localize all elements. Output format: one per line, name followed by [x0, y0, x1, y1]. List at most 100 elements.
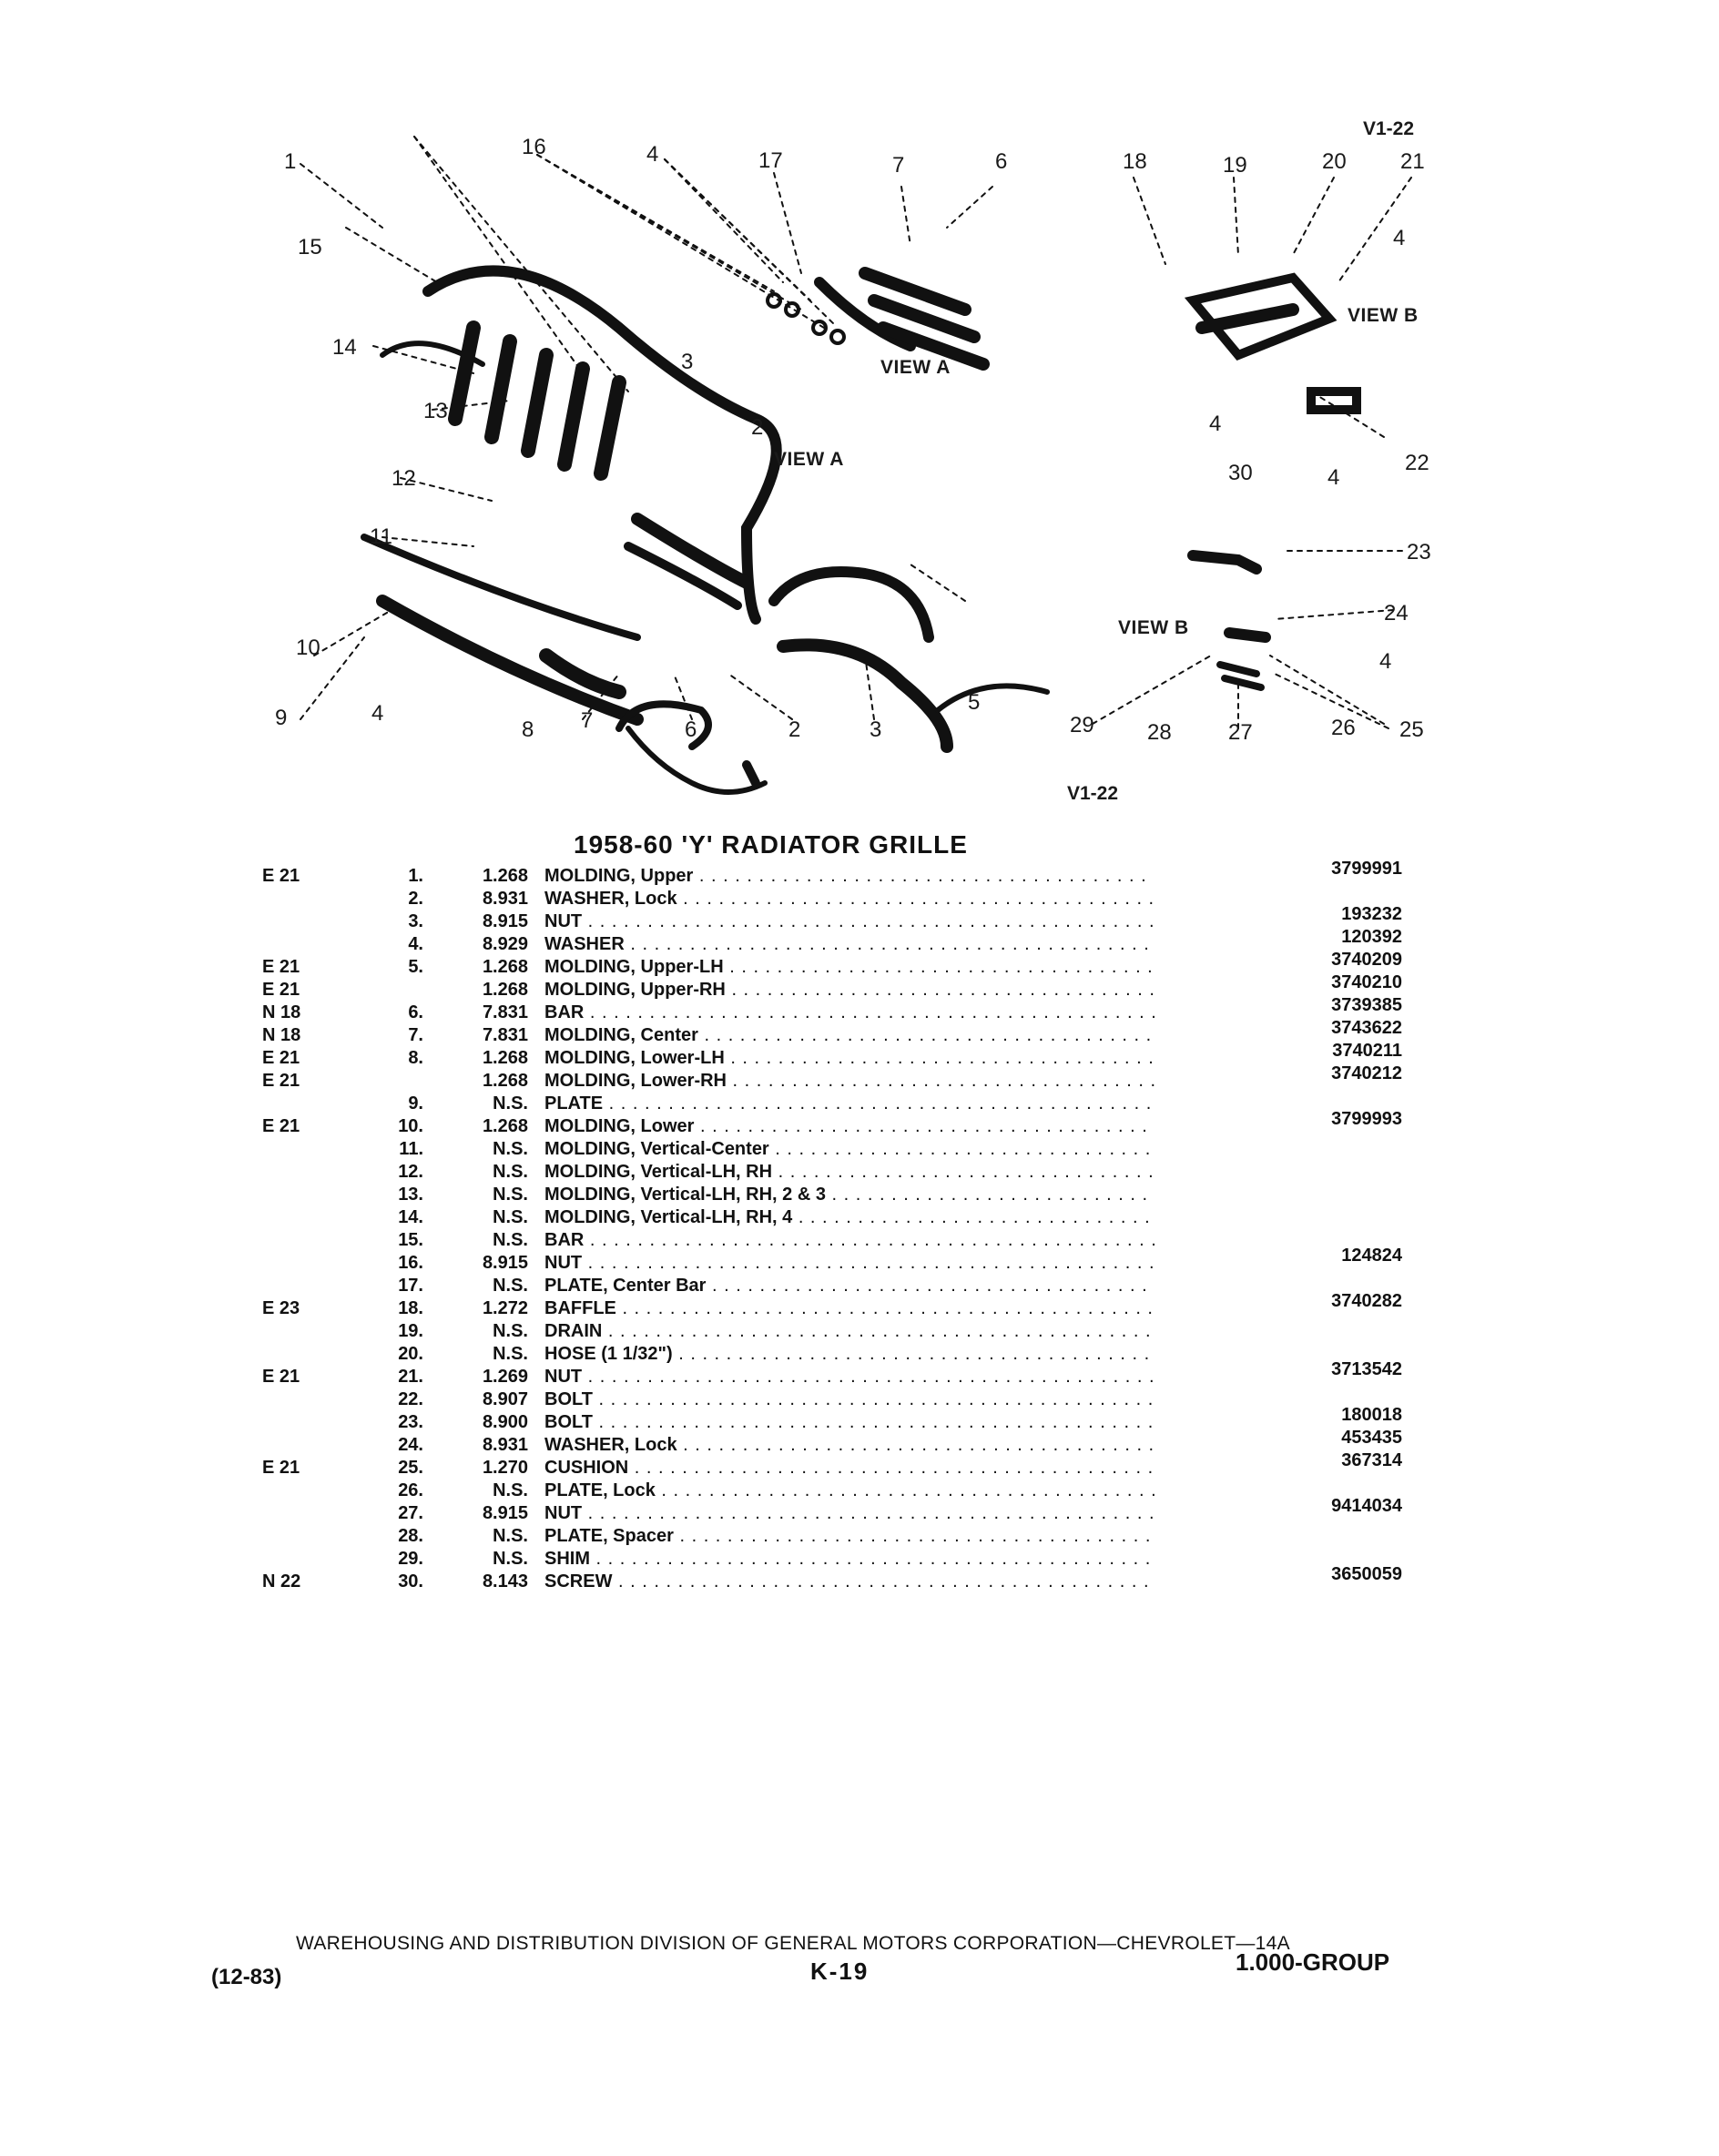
table-row: 11.N.S.MOLDING, Vertical-Center [0, 1138, 1719, 1161]
footer-group: 1.000-GROUP [1236, 1948, 1390, 1976]
callout-8: 8 [522, 717, 534, 742]
part-description: WASHER, Lock [544, 888, 1154, 910]
callout-3: 3 [681, 350, 694, 374]
table-row: 9.N.S.PLATE [0, 1093, 1719, 1115]
view-b-label: VIEW B [1348, 305, 1419, 326]
item-number: 23. [398, 1412, 423, 1432]
view-a-label-lower: VIEW A [774, 449, 844, 470]
table-row: 3.8.915NUT193232 [0, 904, 1719, 933]
grille-illustration [300, 136, 1412, 795]
ref-code: N 22 [262, 1571, 301, 1592]
view-a-label: VIEW A [880, 357, 951, 378]
part-description: PLATE, Spacer [544, 1525, 1154, 1548]
item-number: 11. [399, 1139, 423, 1159]
group-number: N.S. [493, 1526, 528, 1546]
part-number: 3740212 [1331, 1063, 1402, 1083]
item-number: 29. [398, 1549, 423, 1569]
ref-code: N 18 [262, 1002, 301, 1022]
item-number: 25. [398, 1458, 423, 1478]
callout-9: 9 [275, 706, 288, 730]
footer-page-number: K-19 [810, 1958, 870, 1985]
part-description: HOSE (1 1/32") [544, 1343, 1154, 1366]
group-number: N.S. [493, 1093, 528, 1114]
part-number: 3799991 [1331, 859, 1402, 879]
group-number: N.S. [493, 1321, 528, 1341]
table-row: 16. 8.915 NUT 124824 [0, 1246, 1719, 1275]
part-number: 193232 [1341, 904, 1402, 924]
part-number: 3740211 [1332, 1041, 1402, 1061]
table-row: 20.N.S.HOSE (1 1/32") [0, 1343, 1719, 1366]
callout-2b: 2 [788, 717, 801, 742]
item-number: 2. [408, 889, 423, 909]
table-row: 13.N.S.MOLDING, Vertical-LH, RH, 2 & 3 [0, 1184, 1719, 1206]
part-description: SHIM [544, 1548, 1154, 1571]
view-b-label-lower: VIEW B [1118, 617, 1189, 638]
item-number: 16. [398, 1253, 423, 1273]
group-number: 8.929 [482, 934, 528, 954]
item-number: 12. [398, 1162, 423, 1182]
part-number: 9414034 [1331, 1496, 1402, 1516]
ref-code: E 23 [262, 1298, 300, 1318]
part-number: 3650059 [1331, 1564, 1402, 1584]
table-row: 26.N.S.PLATE, Lock [0, 1480, 1719, 1502]
part-description: BOLT [544, 1388, 1154, 1411]
part-description: MOLDING, Vertical-LH, RH [544, 1161, 1154, 1184]
item-number: 15. [398, 1230, 423, 1250]
group-number: 8.915 [482, 1253, 528, 1273]
part-description: PLATE, Center Bar [544, 1275, 1154, 1297]
part-description: BAFFLE [544, 1297, 1154, 1320]
table-row: 12.N.S.MOLDING, Vertical-LH, RH [0, 1161, 1719, 1184]
ref-code: E 21 [262, 980, 300, 1000]
part-description: NUT [544, 1252, 1154, 1275]
part-description: MOLDING, Center [544, 1024, 1154, 1047]
ref-code: E 21 [262, 1048, 300, 1068]
part-description: BOLT [544, 1411, 1154, 1434]
item-number: 19. [398, 1321, 423, 1341]
callout-6: 6 [995, 149, 1008, 174]
item-number: 1. [408, 866, 423, 886]
group-number: 8.907 [482, 1389, 528, 1409]
part-description: MOLDING, Lower [544, 1115, 1154, 1138]
group-number: 1.268 [482, 1048, 528, 1068]
part-description: PLATE, Lock [544, 1480, 1154, 1502]
table-row: 29.N.S.SHIM [0, 1548, 1719, 1571]
part-number: 3739385 [1331, 995, 1402, 1015]
group-number: 1.269 [482, 1367, 528, 1387]
item-number: 4. [408, 934, 423, 954]
part-number: 124824 [1341, 1246, 1402, 1266]
table-row: 4.8.929WASHER120392 [0, 927, 1719, 956]
callout-17: 17 [758, 148, 783, 173]
callout-6b: 6 [685, 717, 697, 742]
parts-list-title: 1958-60 'Y' RADIATOR GRILLE [574, 830, 968, 859]
callout-26: 26 [1331, 716, 1356, 740]
part-description: SCREW [544, 1571, 1154, 1593]
group-number: 1.272 [482, 1298, 528, 1318]
item-number: 3. [408, 911, 423, 931]
ref-code: E 21 [262, 957, 300, 977]
table-row: 14.N.S.MOLDING, Vertical-LH, RH, 4 [0, 1206, 1719, 1229]
group-number: N.S. [493, 1185, 528, 1205]
part-number: 3713542 [1331, 1359, 1402, 1379]
group-number: 1.268 [482, 1116, 528, 1136]
callout-15: 15 [298, 235, 322, 259]
part-description: WASHER [544, 933, 1154, 956]
part-description: CUSHION [544, 1457, 1154, 1480]
callout-27: 27 [1228, 720, 1253, 745]
part-description: BAR [544, 1002, 1154, 1024]
exploded-diagram: V1-22 V1-22 VIEW A VIEW A VIEW B VIEW B … [0, 91, 1719, 819]
callout-12: 12 [392, 466, 416, 491]
part-description: MOLDING, Upper-LH [544, 956, 1154, 979]
item-number: 27. [398, 1503, 423, 1523]
callout-4c: 4 [1209, 412, 1222, 436]
callout-4b: 4 [1393, 226, 1406, 250]
item-number: 14. [398, 1207, 423, 1227]
callout-2: 2 [751, 415, 764, 440]
callout-25: 25 [1399, 717, 1424, 742]
